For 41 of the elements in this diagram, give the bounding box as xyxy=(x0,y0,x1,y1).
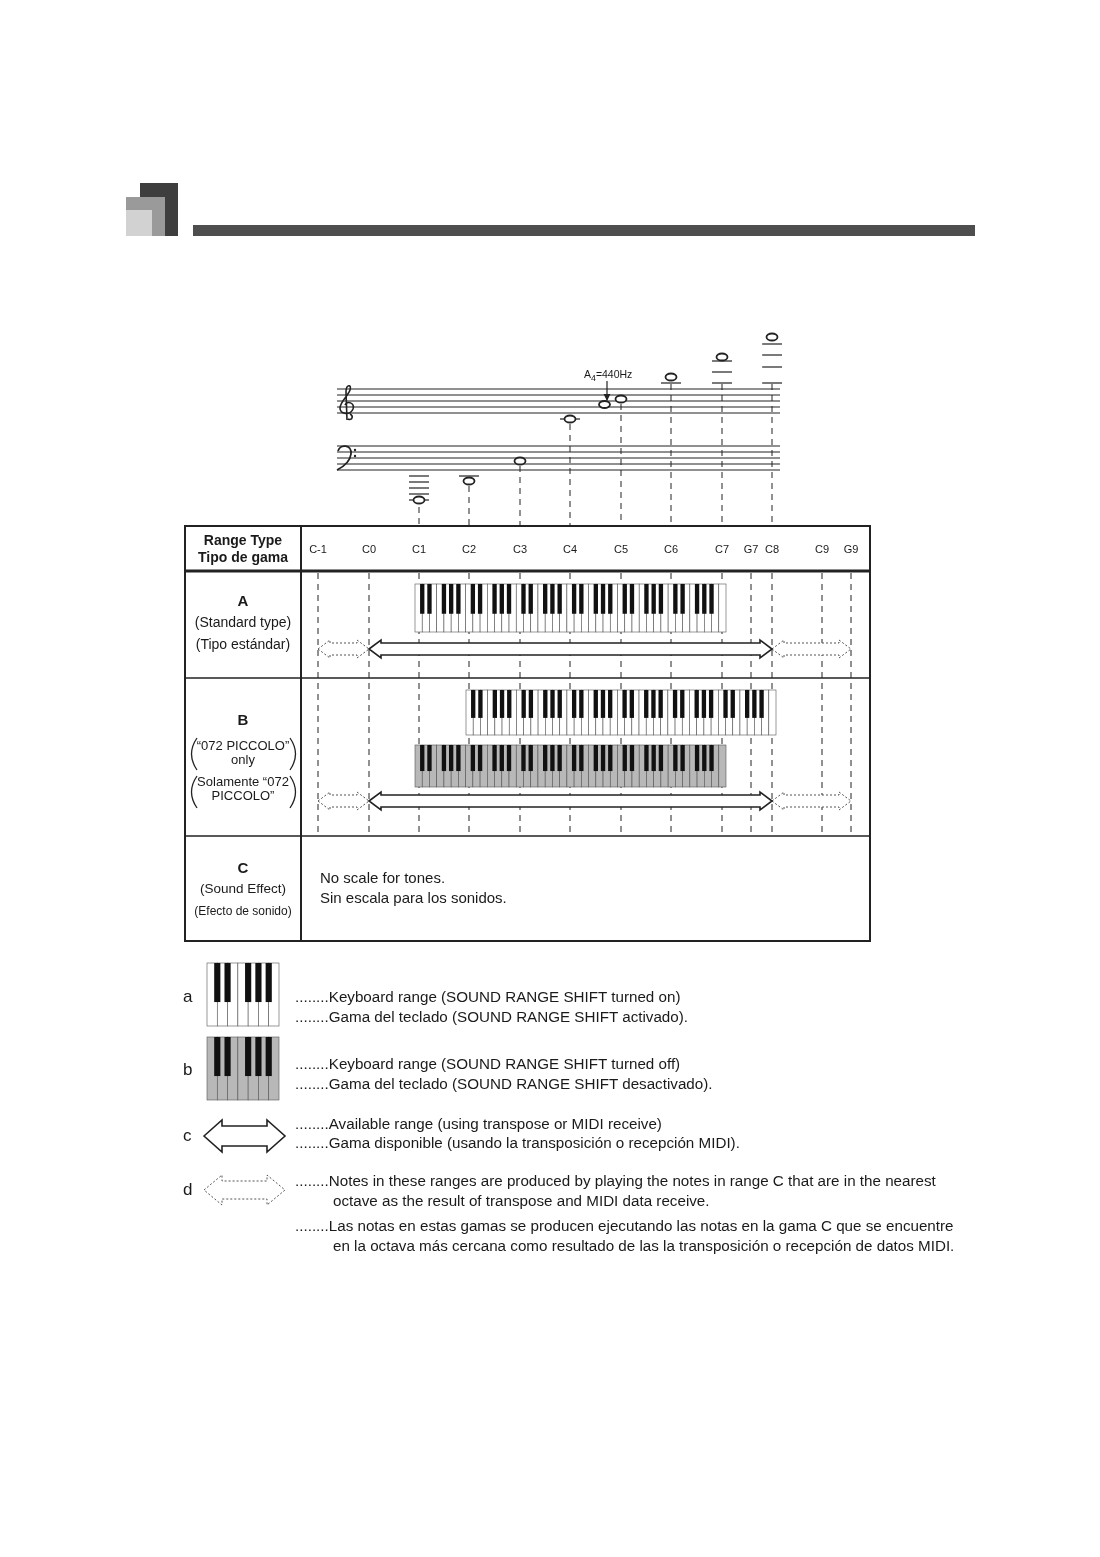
range-type-description: Solamente “072 PICCOLO” xyxy=(196,775,290,804)
column-heading: Tipo de gama xyxy=(198,549,288,566)
legend-letter: c xyxy=(183,1126,192,1147)
range-type-letter: A xyxy=(237,592,249,610)
range-type-letter: C xyxy=(237,859,249,877)
legend-text: ........Gama del teclado (SOUND RANGE SHIFT activado). xyxy=(295,1007,690,1027)
frequency-label: A$_{4}$=440Hz xyxy=(584,367,630,381)
legend-text: ........Keyboard range (SOUND RANGE SHIFT turned off) xyxy=(295,1054,682,1074)
legend-text: ........Gama del teclado (SOUND RANGE SHIFT desactivado). xyxy=(295,1074,714,1094)
range-type-description: (Sound Effect) xyxy=(199,881,287,898)
note-name: C6 xyxy=(663,543,679,557)
note-name: C4 xyxy=(562,543,578,557)
note-name: C0 xyxy=(361,543,377,557)
column-heading: Range Type xyxy=(203,532,283,549)
whole-note xyxy=(598,400,611,409)
cell-text: Sin escala para los sonidos. xyxy=(320,889,507,907)
legend-letter: d xyxy=(183,1180,193,1201)
note-name: C-1 xyxy=(309,543,327,557)
legend-text: ........Keyboard range (SOUND RANGE SHIFT turned on) xyxy=(295,987,682,1007)
range-type-description: “072 PICCOLO” only xyxy=(195,739,291,768)
note-name: C5 xyxy=(613,543,629,557)
range-type-description: (Standard type) xyxy=(194,614,292,631)
range-type-description: (Efecto de sonido) xyxy=(194,904,292,919)
leader-arrow xyxy=(603,380,611,401)
legend-text: ........Notes in these ranges are produced by playing the notes in range C that are in the nearest octave as the result of transpose and MIDI data receive. xyxy=(295,1171,937,1210)
note-name: C9 xyxy=(814,543,830,557)
legend-text: ........Las notas en estas gamas se producen ejecutando las notas en la gama C que se encuentre en la octava más cercana como resultado de las la transposición o recepción de datos MIDI. xyxy=(295,1216,956,1255)
cell-text: No scale for tones. xyxy=(320,869,446,887)
legend-text: ........Available range (using transpose or MIDI receive) xyxy=(295,1114,663,1134)
note-name: G7 xyxy=(743,543,759,557)
note-name: C1 xyxy=(411,543,427,557)
note-name: C7 xyxy=(714,543,730,557)
note-name: C8 xyxy=(764,543,780,557)
note-name: G9 xyxy=(843,543,859,557)
note-name: C2 xyxy=(461,543,477,557)
legend-letter: a xyxy=(183,987,193,1008)
legend-text: ........Gama disponible (usando la transposición o recepción MIDI). xyxy=(295,1133,741,1153)
note-name: C3 xyxy=(512,543,528,557)
legend-letter: b xyxy=(183,1060,193,1081)
range-type-description: (Tipo estándar) xyxy=(195,636,291,653)
range-type-letter: B xyxy=(237,711,249,729)
